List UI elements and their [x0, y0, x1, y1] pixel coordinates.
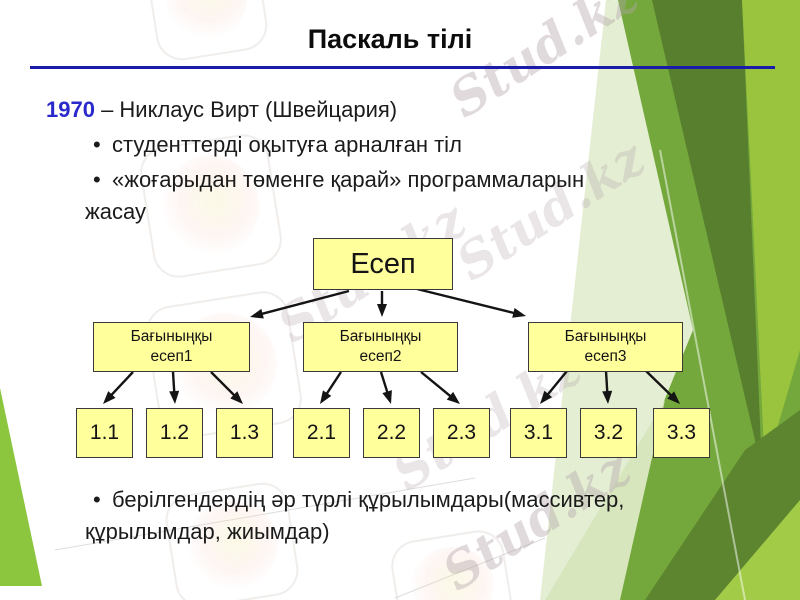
bullet-3-text-line-2: құрылымдар, жиымдар)	[85, 519, 330, 544]
branch-2-label-line-2: есеп2	[359, 348, 402, 365]
branch-1-label-line-2: есеп1	[150, 348, 193, 365]
intro-text: – Никлаус Вирт (Швейцария)	[94, 97, 398, 122]
bullet-2-text-line-2: жасау	[85, 199, 146, 224]
bullet-item-2-line-1: • «жоғарыдан төменге қарай» программалары…	[93, 167, 584, 193]
bullet-3-text-line-1: берілгендердің әр түрлі құрылымдары(масс…	[112, 487, 625, 512]
tree-leaf-box: 3.1	[510, 408, 567, 458]
tree-leaf-box: 3.3	[653, 408, 710, 458]
bullet-2-text-line-1: «жоғарыдан төменге қарай» программаларын	[112, 167, 585, 192]
tree-leaf-box: 2.2	[363, 408, 420, 458]
branch-3-label-line-2: есеп3	[584, 348, 627, 365]
year-text: 1970	[46, 97, 95, 122]
bullet-item-2-line-2: жасау	[85, 199, 146, 225]
tree-leaf-box: 3.2	[580, 408, 637, 458]
bullet-item-3-line-1: • берілгендердің әр түрлі құрылымдары(мас…	[93, 487, 624, 513]
tree-branch-box-2: Бағыныңқы есеп2	[303, 322, 458, 372]
branch-1-label-line-1: Бағыныңқы	[130, 328, 213, 345]
tree-leaf-box: 1.3	[216, 408, 273, 458]
branch-3-label-line-1: Бағыныңқы	[564, 328, 647, 345]
title-underline	[30, 66, 775, 69]
bullet-item-3-line-2: құрылымдар, жиымдар)	[85, 519, 330, 545]
branch-2-label-line-1: Бағыныңқы	[339, 328, 422, 345]
tree-branch-box-3: Бағыныңқы есеп3	[528, 322, 683, 372]
bullet-1-text: студенттерді оқытуға арналған тіл	[112, 132, 462, 157]
tree-leaf-box: 1.1	[76, 408, 133, 458]
bullet-item-1: • студенттерді оқытуға арналған тіл	[93, 132, 462, 158]
intro-line: 1970 – Никлаус Вирт (Швейцария)	[46, 97, 397, 123]
tree-leaf-box: 2.1	[293, 408, 350, 458]
bullet-glyph: •	[93, 132, 101, 157]
tree-root-box: Есеп	[313, 238, 453, 290]
bullet-glyph: •	[93, 167, 101, 192]
tree-leaf-box: 2.3	[433, 408, 490, 458]
tree-branch-box-1: Бағыныңқы есеп1	[93, 322, 250, 372]
bullet-glyph: •	[93, 487, 101, 512]
tree-leaf-box: 1.2	[146, 408, 203, 458]
slide-title: Паскаль тілі	[307, 24, 473, 54]
